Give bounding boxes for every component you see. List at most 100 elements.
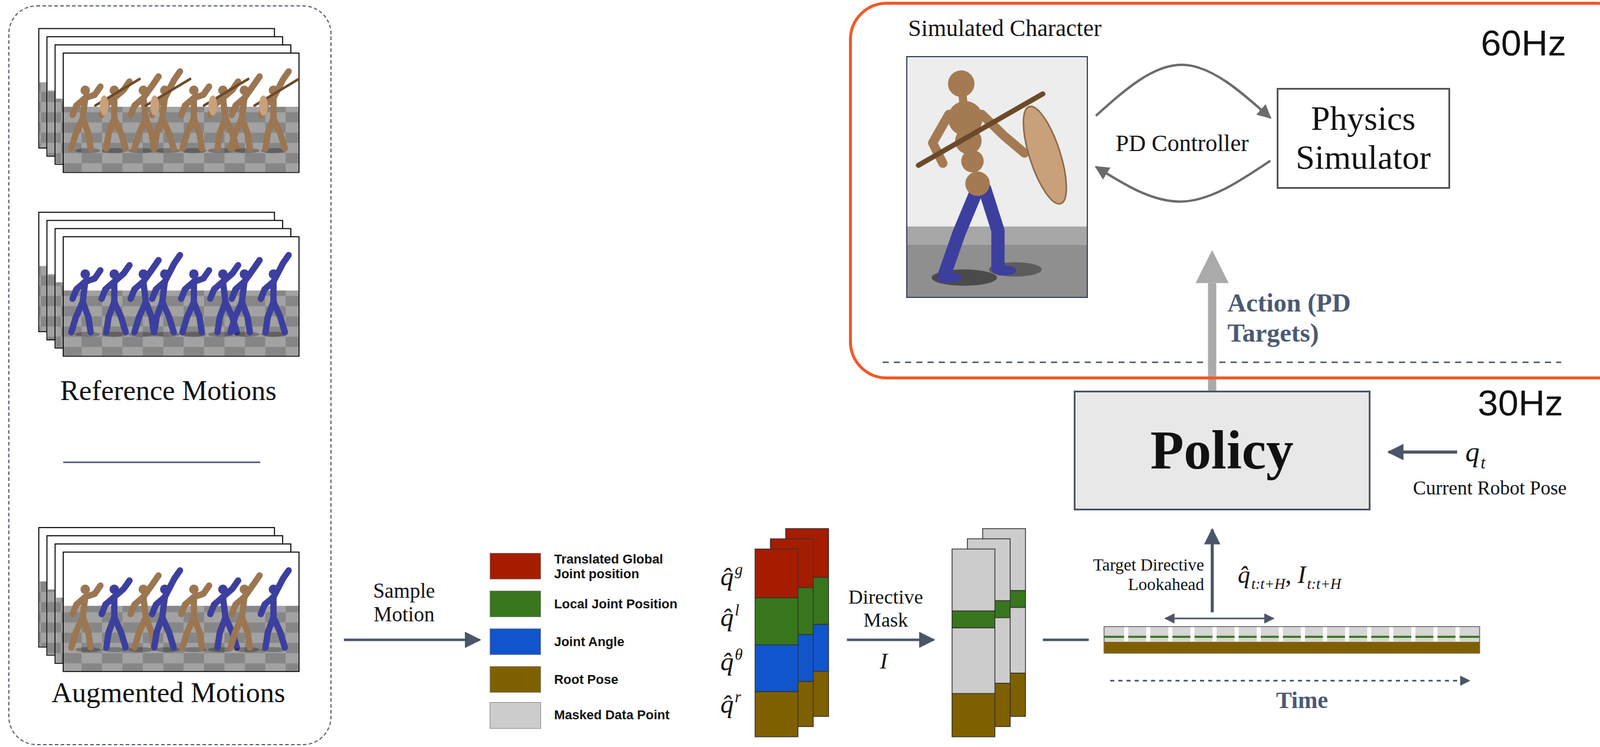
foot <box>936 272 962 283</box>
heading-label: Reference Motions <box>60 374 277 408</box>
data-segment <box>952 610 996 628</box>
timeline-notch <box>1455 627 1460 642</box>
shield <box>1014 102 1076 209</box>
figure-head <box>239 85 249 95</box>
figure-head <box>189 584 199 595</box>
index-label: l <box>735 600 740 620</box>
figure-leg <box>241 117 251 149</box>
index-label: r <box>735 687 742 707</box>
index-label: g <box>735 559 744 579</box>
legend-swatch <box>489 666 541 693</box>
motion-frame <box>63 53 300 173</box>
figure-leg <box>194 617 203 648</box>
directive-arrow <box>1210 529 1214 613</box>
figure-head <box>239 269 249 279</box>
figure-leg <box>182 302 194 333</box>
figure-arm <box>152 281 165 299</box>
timeline <box>1103 626 1480 654</box>
legend-swatch <box>489 628 541 655</box>
leg <box>945 188 978 274</box>
annotation-label: Time <box>1276 686 1329 714</box>
edge-label: PD Controller <box>1113 129 1252 157</box>
figure-leg <box>106 302 115 333</box>
figure-leg <box>71 117 83 149</box>
shield <box>150 95 160 116</box>
figure-head <box>218 584 228 595</box>
process-box: Physics Simulator <box>1276 87 1451 189</box>
figure-head <box>109 269 120 279</box>
symbol-label: q̂ <box>1237 559 1251 590</box>
timeline-notch <box>1123 627 1129 642</box>
figure-leg <box>154 302 163 333</box>
figure-leg <box>114 117 126 149</box>
figure-leg <box>82 117 91 149</box>
math-label: q̂g <box>720 560 743 593</box>
divider-line <box>63 461 261 464</box>
figure-head <box>109 584 120 595</box>
foot <box>991 265 1017 276</box>
figure-head <box>80 584 90 595</box>
figure-arm <box>181 97 194 116</box>
arm <box>981 114 1025 154</box>
lookahead-arrow <box>1165 617 1274 620</box>
timeline-notch <box>1411 627 1416 642</box>
timeline-notch <box>1212 627 1217 642</box>
figure-head <box>80 269 90 279</box>
figure-arm <box>260 281 274 299</box>
flow-line <box>1043 638 1090 641</box>
figure-head <box>189 269 199 279</box>
annotation-label: Current Robot Pose <box>1412 477 1567 501</box>
figure-arm <box>152 597 165 615</box>
index-label: θ <box>735 644 743 664</box>
figure-leg <box>82 617 91 648</box>
figure-leg <box>162 302 174 333</box>
figure-leg <box>230 302 242 333</box>
figure-head <box>239 584 249 595</box>
legend-label: Translated Global Joint position <box>553 551 681 582</box>
index-label: t:t+H <box>1307 575 1342 593</box>
figure-arm <box>260 597 274 615</box>
timeline-notch <box>1168 627 1173 642</box>
figure-head <box>189 85 199 95</box>
data-segment <box>755 644 799 693</box>
annotation-label: I <box>879 648 888 675</box>
head <box>948 70 975 97</box>
math-label: q̂r <box>720 687 742 720</box>
data-segment <box>755 597 799 645</box>
timeline-strip <box>1103 626 1480 654</box>
figure-leg <box>162 117 174 149</box>
motion-dataset-panel: Reference MotionsAugmented Motions <box>8 5 332 746</box>
data-segment <box>952 627 996 694</box>
annotation-label: Directive Mask <box>843 585 929 632</box>
motion-frame <box>63 236 300 356</box>
figure-leg <box>273 117 285 149</box>
shield <box>99 95 109 116</box>
figure-leg <box>265 617 274 648</box>
motion-frame <box>63 552 300 672</box>
flow-arrow <box>847 638 934 641</box>
timeline-notch <box>1389 627 1394 642</box>
policy-box: Policy <box>1073 390 1371 510</box>
figure-leg <box>114 617 126 648</box>
figure-head <box>80 85 90 95</box>
figure-leg <box>230 617 242 648</box>
figure-leg <box>182 117 194 149</box>
control-loop-arrow <box>1096 160 1271 202</box>
simulation-region: 60HzSimulated CharacterPhysics Simulator <box>848 1 1600 380</box>
figure-leg <box>217 117 226 149</box>
math-label: q̂t:t+H, It:t+H <box>1237 559 1342 590</box>
index-label: t:t+H <box>1251 575 1286 593</box>
box-label: Policy <box>1150 418 1294 483</box>
legend-swatch <box>489 702 541 729</box>
flow-arrow <box>343 638 480 641</box>
math-label: q̂l <box>720 601 740 634</box>
figure-arm <box>72 281 85 299</box>
figure-leg <box>265 117 274 149</box>
leg <box>984 188 998 268</box>
figure-arm <box>181 597 194 615</box>
heading-label: Simulated Character <box>907 14 1102 42</box>
figure-leg <box>265 302 274 333</box>
figure-leg <box>194 302 203 333</box>
figure-leg <box>162 617 174 648</box>
